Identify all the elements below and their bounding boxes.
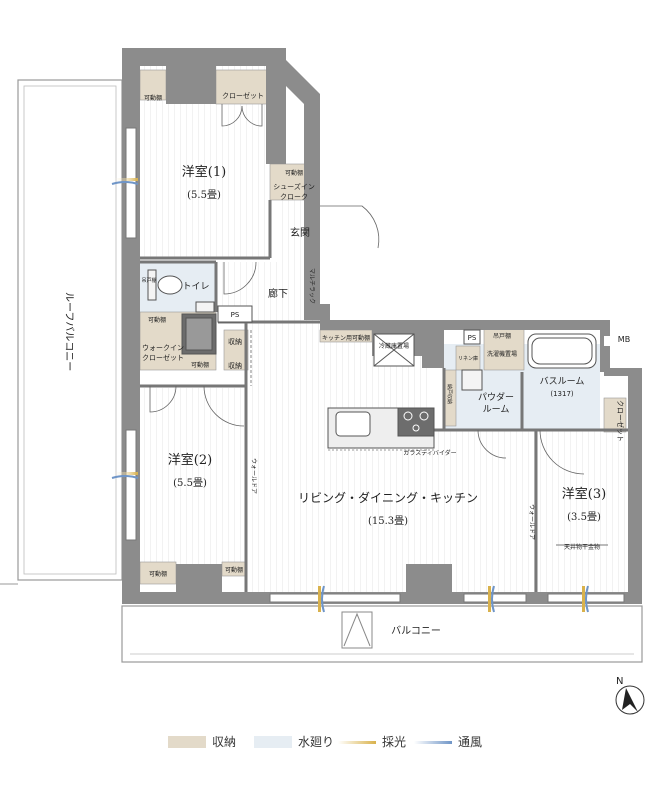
legend: 収納 水廻り 採光 通風 <box>0 726 658 756</box>
bath-label: バスルーム <box>540 376 585 387</box>
legend-storage: 収納 <box>212 735 237 749</box>
walkin-label-1: ウォークイン <box>142 344 184 352</box>
light-wind-indicators <box>111 178 589 613</box>
ps-label-2: PS <box>468 334 477 342</box>
room-labels: 洋室(1) (5.5畳) 洋室(2) (5.5畳) 洋室(3) (3.5畳) リ… <box>63 91 625 637</box>
interior-walls <box>140 200 628 592</box>
toilet-label: トイレ <box>182 282 209 292</box>
ldk-name: リビング・ダイニング・キッチン <box>298 490 478 505</box>
glass-divider-label: ガラスディバイダー <box>403 449 456 457</box>
legend-wind-swatch <box>414 741 452 744</box>
sink-storage-label: 納戸収納 <box>446 384 453 404</box>
closet-label: クローゼット <box>222 91 264 100</box>
small-labels: 可動棚 可動棚 可動棚 可動棚 可動棚 可動棚 収納 収納 PS PS MB 吊… <box>141 94 630 578</box>
storage-label-1: 収納 <box>228 337 242 346</box>
closet-v-label: クローゼット <box>616 400 625 442</box>
powder-label-2: ルーム <box>483 404 510 415</box>
shoes-label-2: クローク <box>280 193 308 201</box>
bath-size: (1317) <box>550 390 574 398</box>
multi-rack-label: マルチラック <box>308 268 315 304</box>
movable-shelf-5: 可動棚 <box>149 570 167 578</box>
legend-light: 採光 <box>382 735 407 749</box>
powder-label-1: パウダー <box>478 391 514 403</box>
balcony-area <box>121 605 643 663</box>
ldk-size: (15.3畳) <box>368 515 408 527</box>
washer-label: 洗濯機置場 <box>487 350 517 358</box>
movable-shelf-1: 可動棚 <box>144 94 162 102</box>
kitchen-shelf-label: キッチン用可動棚 <box>322 334 370 342</box>
wall-door-a: ウォールドア <box>250 458 258 494</box>
hallway-label: 廊下 <box>268 287 288 300</box>
shoes-label-1: シューズイン <box>273 182 315 191</box>
hanging-shelf-1: 吊戸棚 <box>141 277 156 284</box>
legend-light-swatch <box>338 741 376 744</box>
western2-name: 洋室(2) <box>168 452 212 468</box>
hanging-shelf-2: 吊戸棚 <box>493 332 511 340</box>
roof-balcony-label: ルーフバルコニー <box>63 292 75 371</box>
fridge-label: 冷蔵庫置場 <box>379 342 409 350</box>
western1-name: 洋室(1) <box>182 164 226 180</box>
movable-shelf-6: 可動棚 <box>225 566 243 574</box>
movable-shelf-4: 可動棚 <box>191 361 209 369</box>
balcony-label: バルコニー <box>391 625 441 637</box>
western2-size: (5.5畳) <box>173 477 207 489</box>
fixtures <box>147 269 640 546</box>
legend-storage-swatch <box>168 736 206 748</box>
walkin-label-2: クローゼット <box>142 353 184 362</box>
ceiling-dryer-label: 天井物干金物 <box>564 543 600 551</box>
legend-water: 水廻り <box>298 735 335 749</box>
entrance-label: 玄関 <box>290 226 310 239</box>
svg-text:N: N <box>616 676 623 687</box>
western1-size: (5.5畳) <box>187 189 221 201</box>
legend-wind: 通風 <box>458 735 483 749</box>
western3-name: 洋室(3) <box>562 486 606 502</box>
doors <box>149 104 585 475</box>
movable-shelf-3: 可動棚 <box>148 316 166 324</box>
wall-door-b: ウォールドア <box>528 504 536 540</box>
mb-label: MB <box>618 335 630 344</box>
movable-shelf-2: 可動棚 <box>285 169 303 177</box>
compass-icon: N <box>615 676 645 715</box>
storage-label-2: 収納 <box>228 361 242 370</box>
linen-label: リネン庫 <box>458 355 478 362</box>
legend-water-swatch <box>254 736 292 748</box>
roof-balcony <box>0 79 123 585</box>
western3-size: (3.5畳) <box>567 511 601 523</box>
ps-label-1: PS <box>231 311 240 319</box>
